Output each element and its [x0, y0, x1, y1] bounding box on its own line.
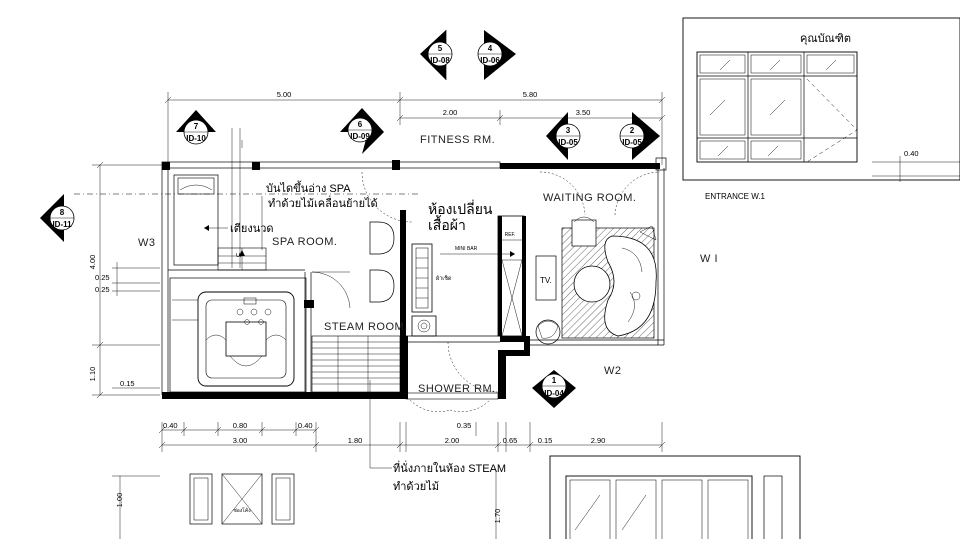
- room-label-fitness: FITNESS RM.: [420, 134, 495, 146]
- tv-label: TV.: [540, 276, 552, 285]
- dim-bot-300: 3.00: [233, 436, 248, 445]
- section-tag-7[interactable]: 7 ID-10: [176, 110, 216, 154]
- tag-id: ID-06: [480, 56, 500, 65]
- dim-top-580: 5.80: [523, 90, 538, 99]
- dim-right-040: 0.40: [904, 149, 919, 158]
- tag-id: ID-10: [186, 134, 206, 143]
- tag-num: 8: [60, 208, 65, 217]
- towel-label: ผ้าเช็ด: [436, 274, 452, 282]
- room-label-spa: SPA ROOM.: [272, 236, 337, 248]
- window-label-w2: W2: [604, 365, 622, 377]
- dim-bot-040a: 0.40: [163, 421, 178, 430]
- steam-seat-note-line2: ทำด้วยไม้: [393, 480, 439, 493]
- stair-note-line1: บันไดขึ้นอ่าง SPA: [266, 180, 351, 195]
- tag-num: 1: [552, 376, 557, 385]
- tag-num: 5: [438, 44, 443, 53]
- dim-bot-080: 0.80: [233, 421, 248, 430]
- room-label-shower: SHOWER RM.: [418, 383, 496, 395]
- dim-bot-200: 2.00: [445, 436, 460, 445]
- dim-left-025a: 0.25: [95, 273, 110, 282]
- spa-stairs: UP: [217, 247, 267, 271]
- interior-partitions: REF. MINI BAR: [168, 210, 526, 392]
- mini-bar-label: MINI BAR: [455, 246, 478, 252]
- tag-num: 3: [566, 126, 571, 135]
- section-tag-3[interactable]: 3 ID-05: [546, 112, 581, 160]
- outer-walls: [161, 157, 667, 400]
- top-dimensions: 5.00 5.80 2.00 3.50: [164, 90, 666, 165]
- dim-left-025b: 0.25: [95, 285, 110, 294]
- steam-bench: [311, 335, 401, 393]
- dim-left-110: 1.10: [88, 367, 97, 382]
- dim-top-200: 2.00: [443, 108, 458, 117]
- room-label-entrance: ENTRANCE W.1: [705, 192, 766, 201]
- tag-id: ID-04: [544, 389, 564, 398]
- dim-left-015: 0.15: [120, 379, 135, 388]
- section-tag-2[interactable]: 2 ID-05: [619, 112, 660, 160]
- entrance-elevation: 0.40: [682, 17, 960, 182]
- dim-bot-065: 0.65: [503, 436, 518, 445]
- dim-bot-290: 2.90: [591, 436, 606, 445]
- changing-room-label-line2: เสื้อผ้า: [428, 215, 466, 233]
- tag-id: ID-05: [622, 138, 642, 147]
- dim-left-400: 4.00: [88, 255, 97, 270]
- dim-bot-040b: 0.40: [298, 421, 313, 430]
- window-label-w3: W3: [138, 237, 156, 249]
- section-tag-5[interactable]: 5 ID-08: [420, 30, 453, 80]
- section-tag-4[interactable]: 4 ID-06: [477, 30, 516, 80]
- small-box-label: ช่องโค้ง: [233, 507, 251, 514]
- left-dimensions: 4.00 1.10 0.25 0.25 0.15: [88, 161, 168, 399]
- section-tag-8[interactable]: 8 ID-11: [40, 193, 420, 242]
- section-tag-6[interactable]: 6 ID-09: [340, 108, 384, 154]
- lower-elevation: 1.00 ช่องโค้ง 1.70: [112, 455, 801, 539]
- tag-id: ID-08: [430, 56, 450, 65]
- tag-num: 2: [630, 126, 635, 135]
- changing-room-fixtures: ผ้าเช็ด: [369, 221, 452, 337]
- section-tag-1[interactable]: 1 ID-04: [532, 370, 576, 408]
- massage-bed-label: เตียงนวด: [230, 222, 274, 235]
- dim-bot-180: 1.80: [348, 436, 363, 445]
- room-label-steam: STEAM ROOM.: [324, 321, 408, 333]
- tag-num: 6: [358, 120, 363, 129]
- window-label-w1: W I: [700, 253, 718, 265]
- tag-id: ID-09: [350, 132, 370, 141]
- spa-tub: [169, 277, 307, 393]
- waiting-room-furniture: TV.: [535, 216, 657, 345]
- door-swings: [311, 171, 661, 412]
- leader-lines: [204, 128, 392, 469]
- room-label-waiting: WAITING ROOM.: [543, 192, 636, 204]
- tag-num: 4: [488, 44, 493, 53]
- tag-id: ID-05: [558, 138, 578, 147]
- stair-note-line2: ทำด้วยไม้เคลื่อนย้ายได้: [268, 195, 378, 210]
- dim-bot-035: 0.35: [457, 421, 472, 430]
- changing-room-label-line1: ห้องเปลี่ยน: [428, 200, 493, 217]
- tag-id: ID-11: [52, 220, 72, 229]
- dim-bot-015: 0.15: [538, 436, 553, 445]
- owner-label: คุณบัณฑิต: [800, 33, 851, 45]
- tag-num: 7: [194, 122, 199, 131]
- massage-bed: [173, 174, 219, 266]
- steam-seat-note-line1: ที่นั่งภายในห้อง STEAM: [393, 460, 506, 475]
- dim-top-500: 5.00: [277, 90, 292, 99]
- ref-label: REF.: [505, 232, 516, 238]
- dim-elev-170: 1.70: [493, 509, 502, 524]
- dim-elev-100: 1.00: [115, 493, 124, 508]
- dim-top-350: 3.50: [576, 108, 591, 117]
- bottom-dimensions: 0.40 0.80 0.40 3.00 1.80 2.00 0.35 0.65 …: [158, 421, 666, 452]
